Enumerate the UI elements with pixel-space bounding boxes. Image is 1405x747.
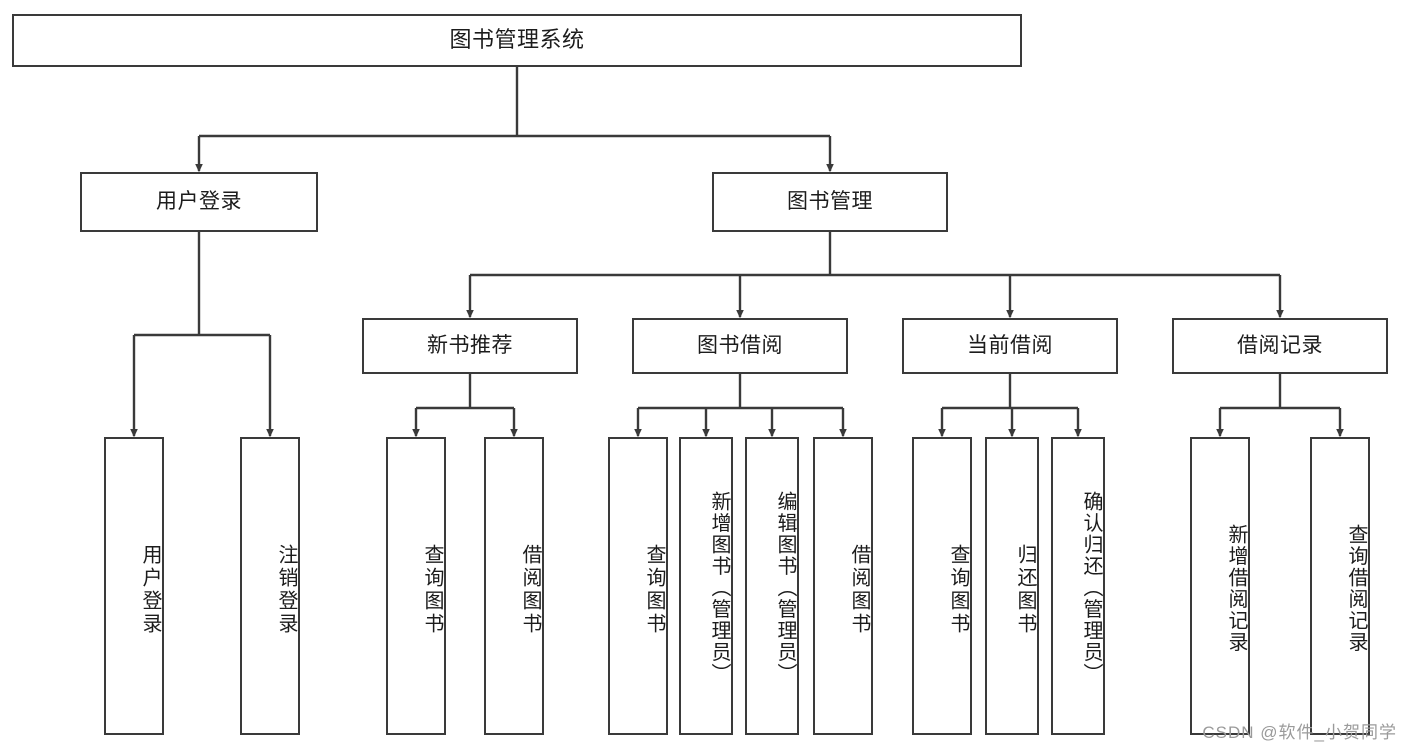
node-label: 借阅记录 [1237, 334, 1323, 358]
node-label: 归还图书 [1014, 544, 1036, 636]
node-label: 查询图书 [421, 544, 443, 636]
node-l_addrec[interactable]: 新增借阅记录 [1190, 437, 1250, 735]
node-l_qrec[interactable]: 查询借阅记录 [1310, 437, 1370, 735]
node-borrow[interactable]: 图书借阅 [632, 318, 848, 374]
node-l_return[interactable]: 归还图书 [985, 437, 1039, 735]
node-label: 借阅图书 [848, 544, 870, 636]
node-label: 图书管理系统 [449, 27, 585, 53]
node-label: 图书借阅 [697, 334, 783, 358]
node-label: 用户登录 [156, 190, 242, 214]
node-label: 查询借阅记录 [1345, 523, 1367, 653]
edge-group [130, 67, 1344, 438]
node-l_qbook3[interactable]: 查询图书 [912, 437, 972, 735]
node-l_bbook1[interactable]: 借阅图书 [484, 437, 544, 735]
node-l_editbook[interactable]: 编辑图书（管理员） [745, 437, 799, 735]
node-label: 查询图书 [643, 544, 665, 636]
node-label: 编辑图书（管理员） [774, 491, 796, 685]
node-label: 借阅图书 [519, 544, 541, 636]
node-l_bbook2[interactable]: 借阅图书 [813, 437, 873, 735]
node-records[interactable]: 借阅记录 [1172, 318, 1388, 374]
node-label: 新增借阅记录 [1225, 523, 1247, 653]
node-login[interactable]: 用户登录 [80, 172, 318, 232]
watermark-label: CSDN @软件_小贺同学 [1202, 723, 1397, 742]
node-newbook[interactable]: 新书推荐 [362, 318, 578, 374]
node-label: 确认归还（管理员） [1080, 491, 1102, 685]
node-label: 注销登录 [275, 544, 297, 636]
node-l_qbook2[interactable]: 查询图书 [608, 437, 668, 735]
node-label: 用户登录 [139, 544, 161, 636]
node-l_addbook[interactable]: 新增图书（管理员） [679, 437, 733, 735]
node-label: 新书推荐 [427, 334, 513, 358]
node-l_qbook1[interactable]: 查询图书 [386, 437, 446, 735]
node-root[interactable]: 图书管理系统 [12, 14, 1022, 67]
node-label: 查询图书 [947, 544, 969, 636]
node-current[interactable]: 当前借阅 [902, 318, 1118, 374]
node-label: 图书管理 [787, 190, 873, 214]
node-l_login[interactable]: 用户登录 [104, 437, 164, 735]
node-bookmgmt[interactable]: 图书管理 [712, 172, 948, 232]
node-l_confirm[interactable]: 确认归还（管理员） [1051, 437, 1105, 735]
node-l_logout[interactable]: 注销登录 [240, 437, 300, 735]
node-label: 当前借阅 [967, 334, 1053, 358]
node-label: 新增图书（管理员） [708, 491, 730, 685]
